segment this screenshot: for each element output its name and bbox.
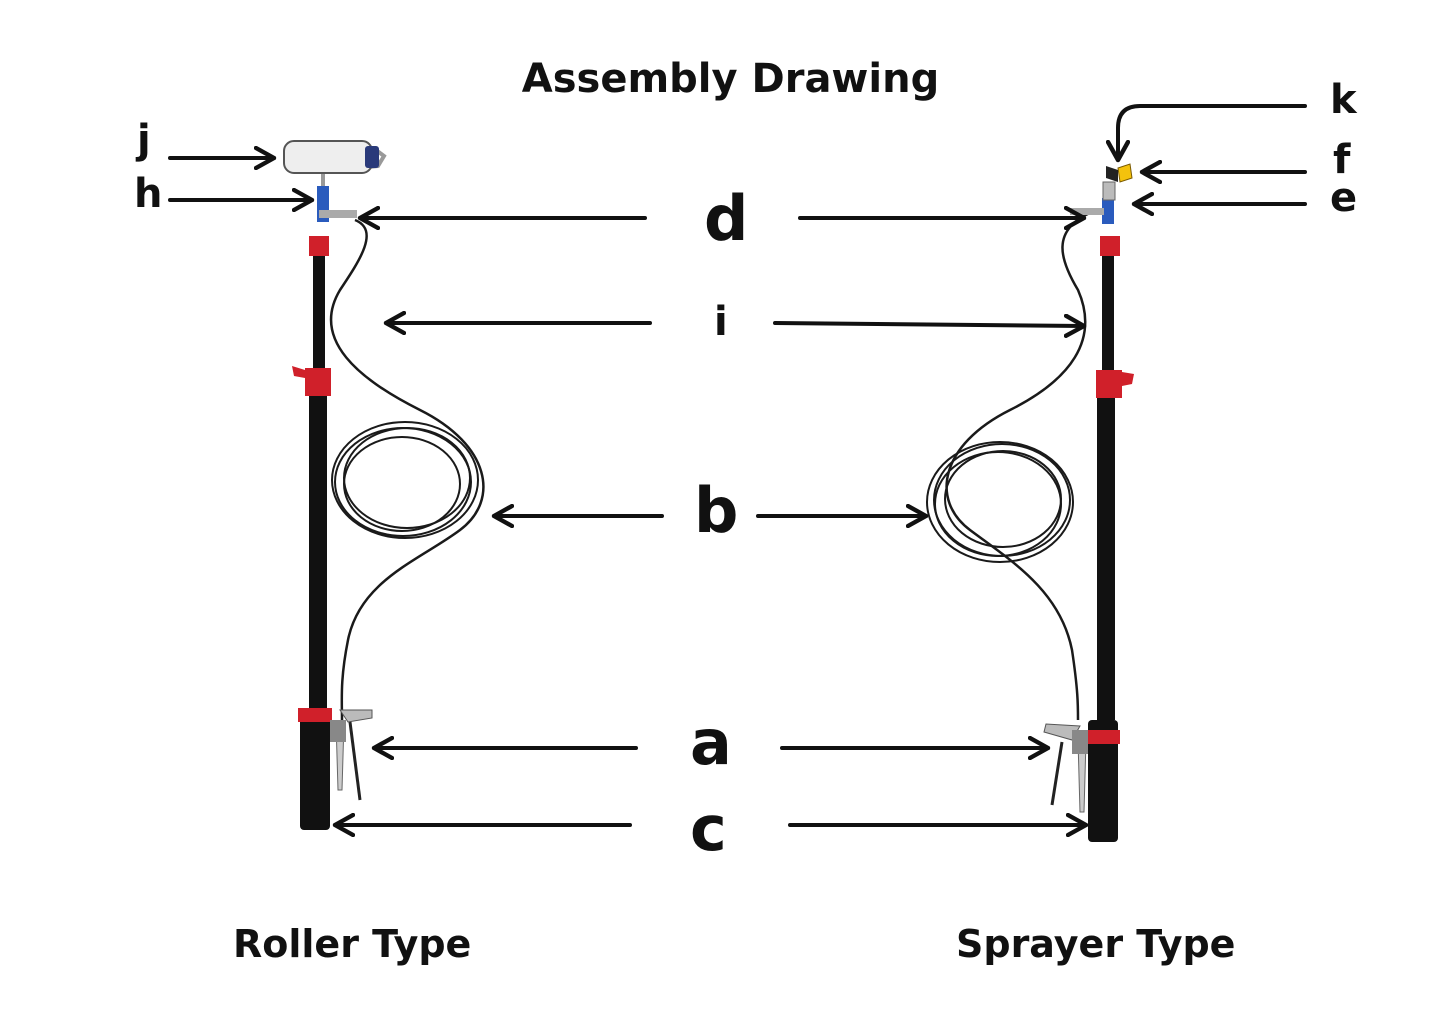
roller-pole-middle	[309, 370, 327, 710]
label-e: e	[1330, 175, 1358, 221]
roller-pole-handle	[300, 710, 330, 830]
callout-arrows	[168, 104, 1307, 825]
roller-clamp-bottom	[298, 708, 332, 722]
label-d: d	[704, 182, 749, 255]
sprayer-hose	[945, 210, 1093, 721]
caption-roller-type: Roller Type	[233, 922, 472, 966]
sprayer-clamp-bottom	[1086, 730, 1120, 744]
sprayer-hose-coil	[926, 441, 1074, 563]
sprayer-spray-gun	[1043, 723, 1088, 813]
label-k: k	[1330, 77, 1357, 123]
label-f: f	[1333, 137, 1351, 183]
label-b: b	[694, 474, 739, 547]
sprayer-type-assembly	[926, 163, 1134, 842]
sprayer-pole-handle	[1088, 720, 1118, 842]
sprayer-clamp-top	[1100, 236, 1120, 256]
arrow-k	[1118, 104, 1307, 160]
caption-sprayer-type: Sprayer Type	[956, 922, 1236, 966]
sprayer-swivel	[1102, 198, 1114, 224]
roller-clamp-mid	[305, 368, 331, 396]
drawing-title: Assembly Drawing	[521, 56, 940, 102]
label-a: a	[690, 706, 732, 779]
label-i: i	[714, 299, 728, 345]
sprayer-clamp-mid	[1096, 370, 1122, 398]
roller-spray-gun	[330, 709, 373, 801]
label-h: h	[134, 171, 163, 217]
sprayer-tip-guard	[1102, 181, 1116, 201]
roller-type-assembly	[283, 140, 485, 830]
roller-pole-upper	[313, 240, 325, 370]
label-j: j	[137, 117, 151, 163]
roller-hose	[329, 218, 485, 721]
roller-cover	[283, 140, 373, 174]
roller-hose-coil	[331, 421, 479, 539]
roller-clamp-top	[309, 236, 329, 256]
sprayer-pole-middle	[1097, 380, 1115, 720]
arrow-i-right	[773, 323, 1084, 326]
sprayer-pole-upper	[1102, 240, 1114, 380]
sprayer-tip	[1117, 163, 1133, 183]
label-c: c	[690, 792, 727, 865]
